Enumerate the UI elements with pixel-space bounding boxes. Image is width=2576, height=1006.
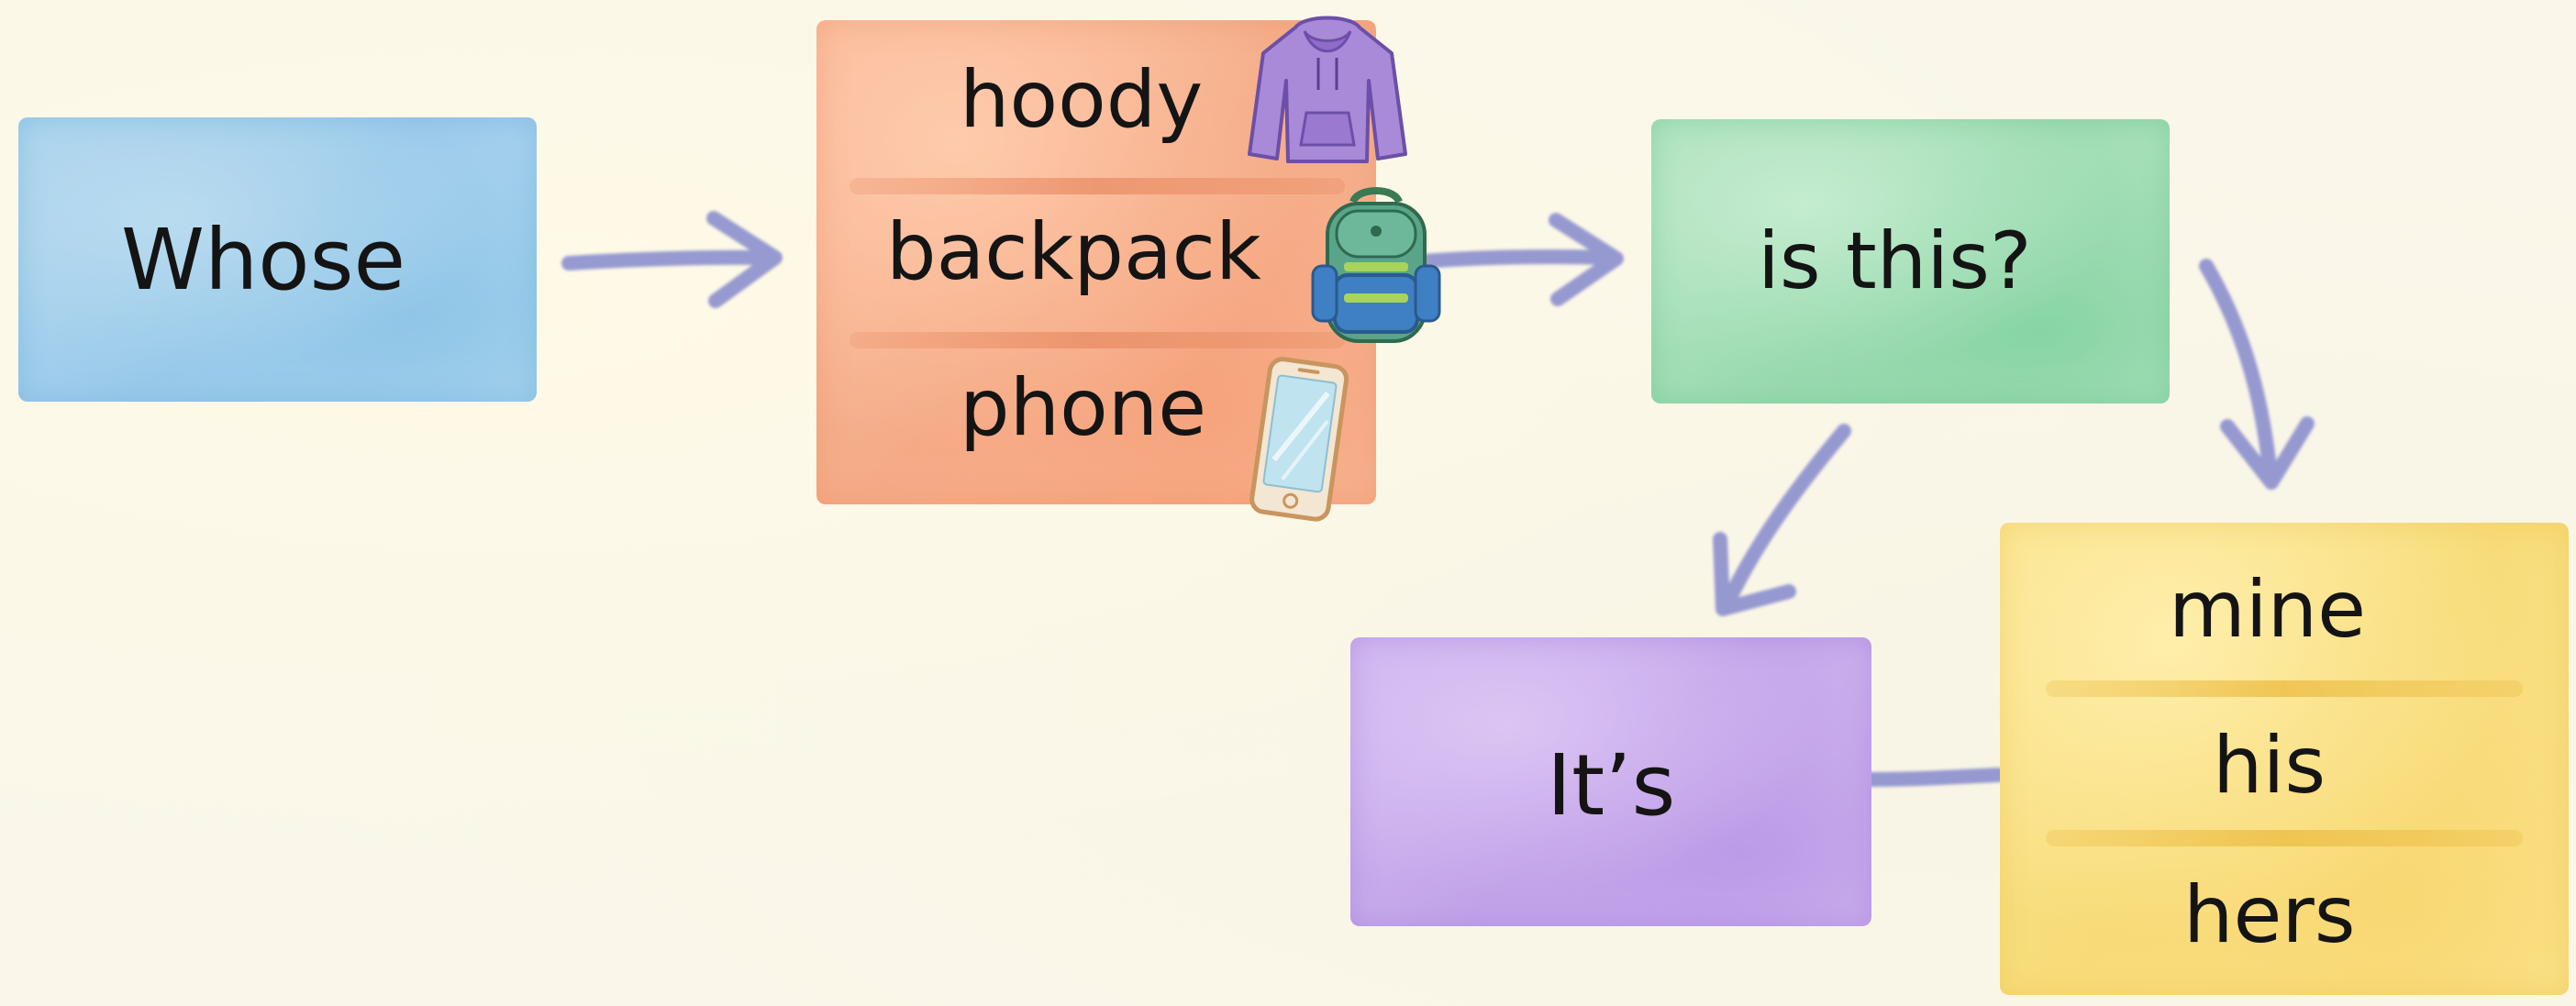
pronouns-box: mine his hers: [2000, 523, 2569, 995]
pronouns-separator: [2046, 680, 2523, 697]
question-end-label: is this?: [1758, 222, 2032, 301]
object-item-hoody: hoody: [960, 61, 1203, 139]
arrow-question-to-pronouns: [2206, 266, 2307, 482]
question-end-box: is this?: [1651, 119, 2170, 404]
pronoun-item-hers: hers: [2183, 876, 2356, 955]
pronouns-separator: [2046, 830, 2523, 846]
arrow-question-to-answer: [1720, 431, 1844, 609]
answer-start-box: It’s: [1350, 637, 1871, 926]
objects-separator: [849, 178, 1345, 194]
whose-box: Whose: [18, 117, 537, 402]
answer-start-label: It’s: [1547, 744, 1675, 828]
whose-label: Whose: [121, 218, 405, 303]
hoodie-icon: [1240, 7, 1415, 172]
pronoun-item-his: his: [2213, 726, 2326, 805]
object-item-phone: phone: [960, 369, 1206, 448]
arrow-whose-to-objects: [569, 218, 775, 301]
object-item-backpack: backpack: [886, 213, 1261, 292]
pronoun-item-mine: mine: [2169, 570, 2366, 649]
connector-pronouns-to-answer: [1870, 775, 1998, 779]
objects-separator: [849, 332, 1345, 348]
arrow-objects-to-question: [1422, 220, 1616, 299]
backpack-icon: [1307, 183, 1445, 348]
phone-icon: [1240, 353, 1360, 527]
